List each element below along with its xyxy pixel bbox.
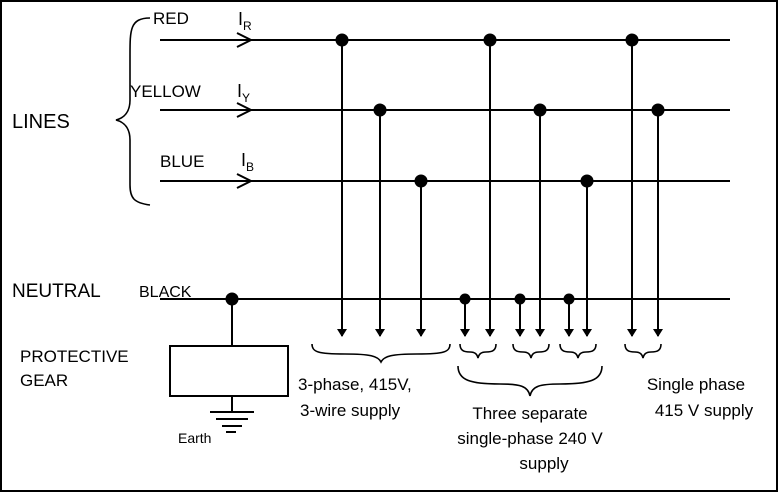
three-phase-brace <box>311 343 451 364</box>
protective-label-line2: GEAR <box>20 371 68 390</box>
protective-label-line1: PROTECTIVE <box>20 347 129 366</box>
single-240-brace-2 <box>512 343 550 359</box>
lines-brace <box>115 17 151 206</box>
junction-dot <box>483 33 497 47</box>
neutral-label: NEUTRAL <box>12 281 101 302</box>
single-240-group-brace <box>457 365 603 397</box>
junction-dot <box>514 293 526 305</box>
three-phase-caption-line1: 3-phase, 415V, <box>298 375 412 394</box>
lines-label: LINES <box>12 111 70 133</box>
single-240-brace-3 <box>559 343 597 359</box>
blue-current-arrow <box>236 173 254 189</box>
single-415-caption-line1: Single phase <box>647 375 745 394</box>
junction-dot <box>651 103 665 117</box>
junction-dot <box>459 293 471 305</box>
single-240-caption-line1: Three separate <box>472 404 587 423</box>
junction-dot <box>563 293 575 305</box>
red-label: RED <box>153 9 189 28</box>
blue-label: BLUE <box>160 152 204 171</box>
single-240-brace-1 <box>459 343 497 359</box>
yellow-current-symbol: IY <box>237 81 250 105</box>
junction-dot <box>335 33 349 47</box>
blue-current-symbol: IB <box>241 150 254 174</box>
red-current-symbol: IR <box>238 9 252 33</box>
junction-dot <box>580 174 594 188</box>
single-240-caption-line3: supply <box>519 454 569 473</box>
three-phase-caption-line2: 3-wire supply <box>300 401 401 420</box>
single-240-caption-line2: single-phase 240 V <box>457 429 603 448</box>
single-415-brace <box>624 343 662 359</box>
junction-dot <box>625 33 639 47</box>
junction-dot <box>414 174 428 188</box>
black-label: BLACK <box>139 284 192 301</box>
single-415-caption-line2: 415 V supply <box>655 401 754 420</box>
yellow-current-arrow <box>236 102 254 118</box>
junction-dot <box>533 103 547 117</box>
earth-label: Earth <box>178 430 211 446</box>
protective-gear-box <box>169 345 289 397</box>
junction-dot <box>373 103 387 117</box>
yellow-label: YELLOW <box>130 82 201 101</box>
red-current-arrow <box>236 32 254 48</box>
